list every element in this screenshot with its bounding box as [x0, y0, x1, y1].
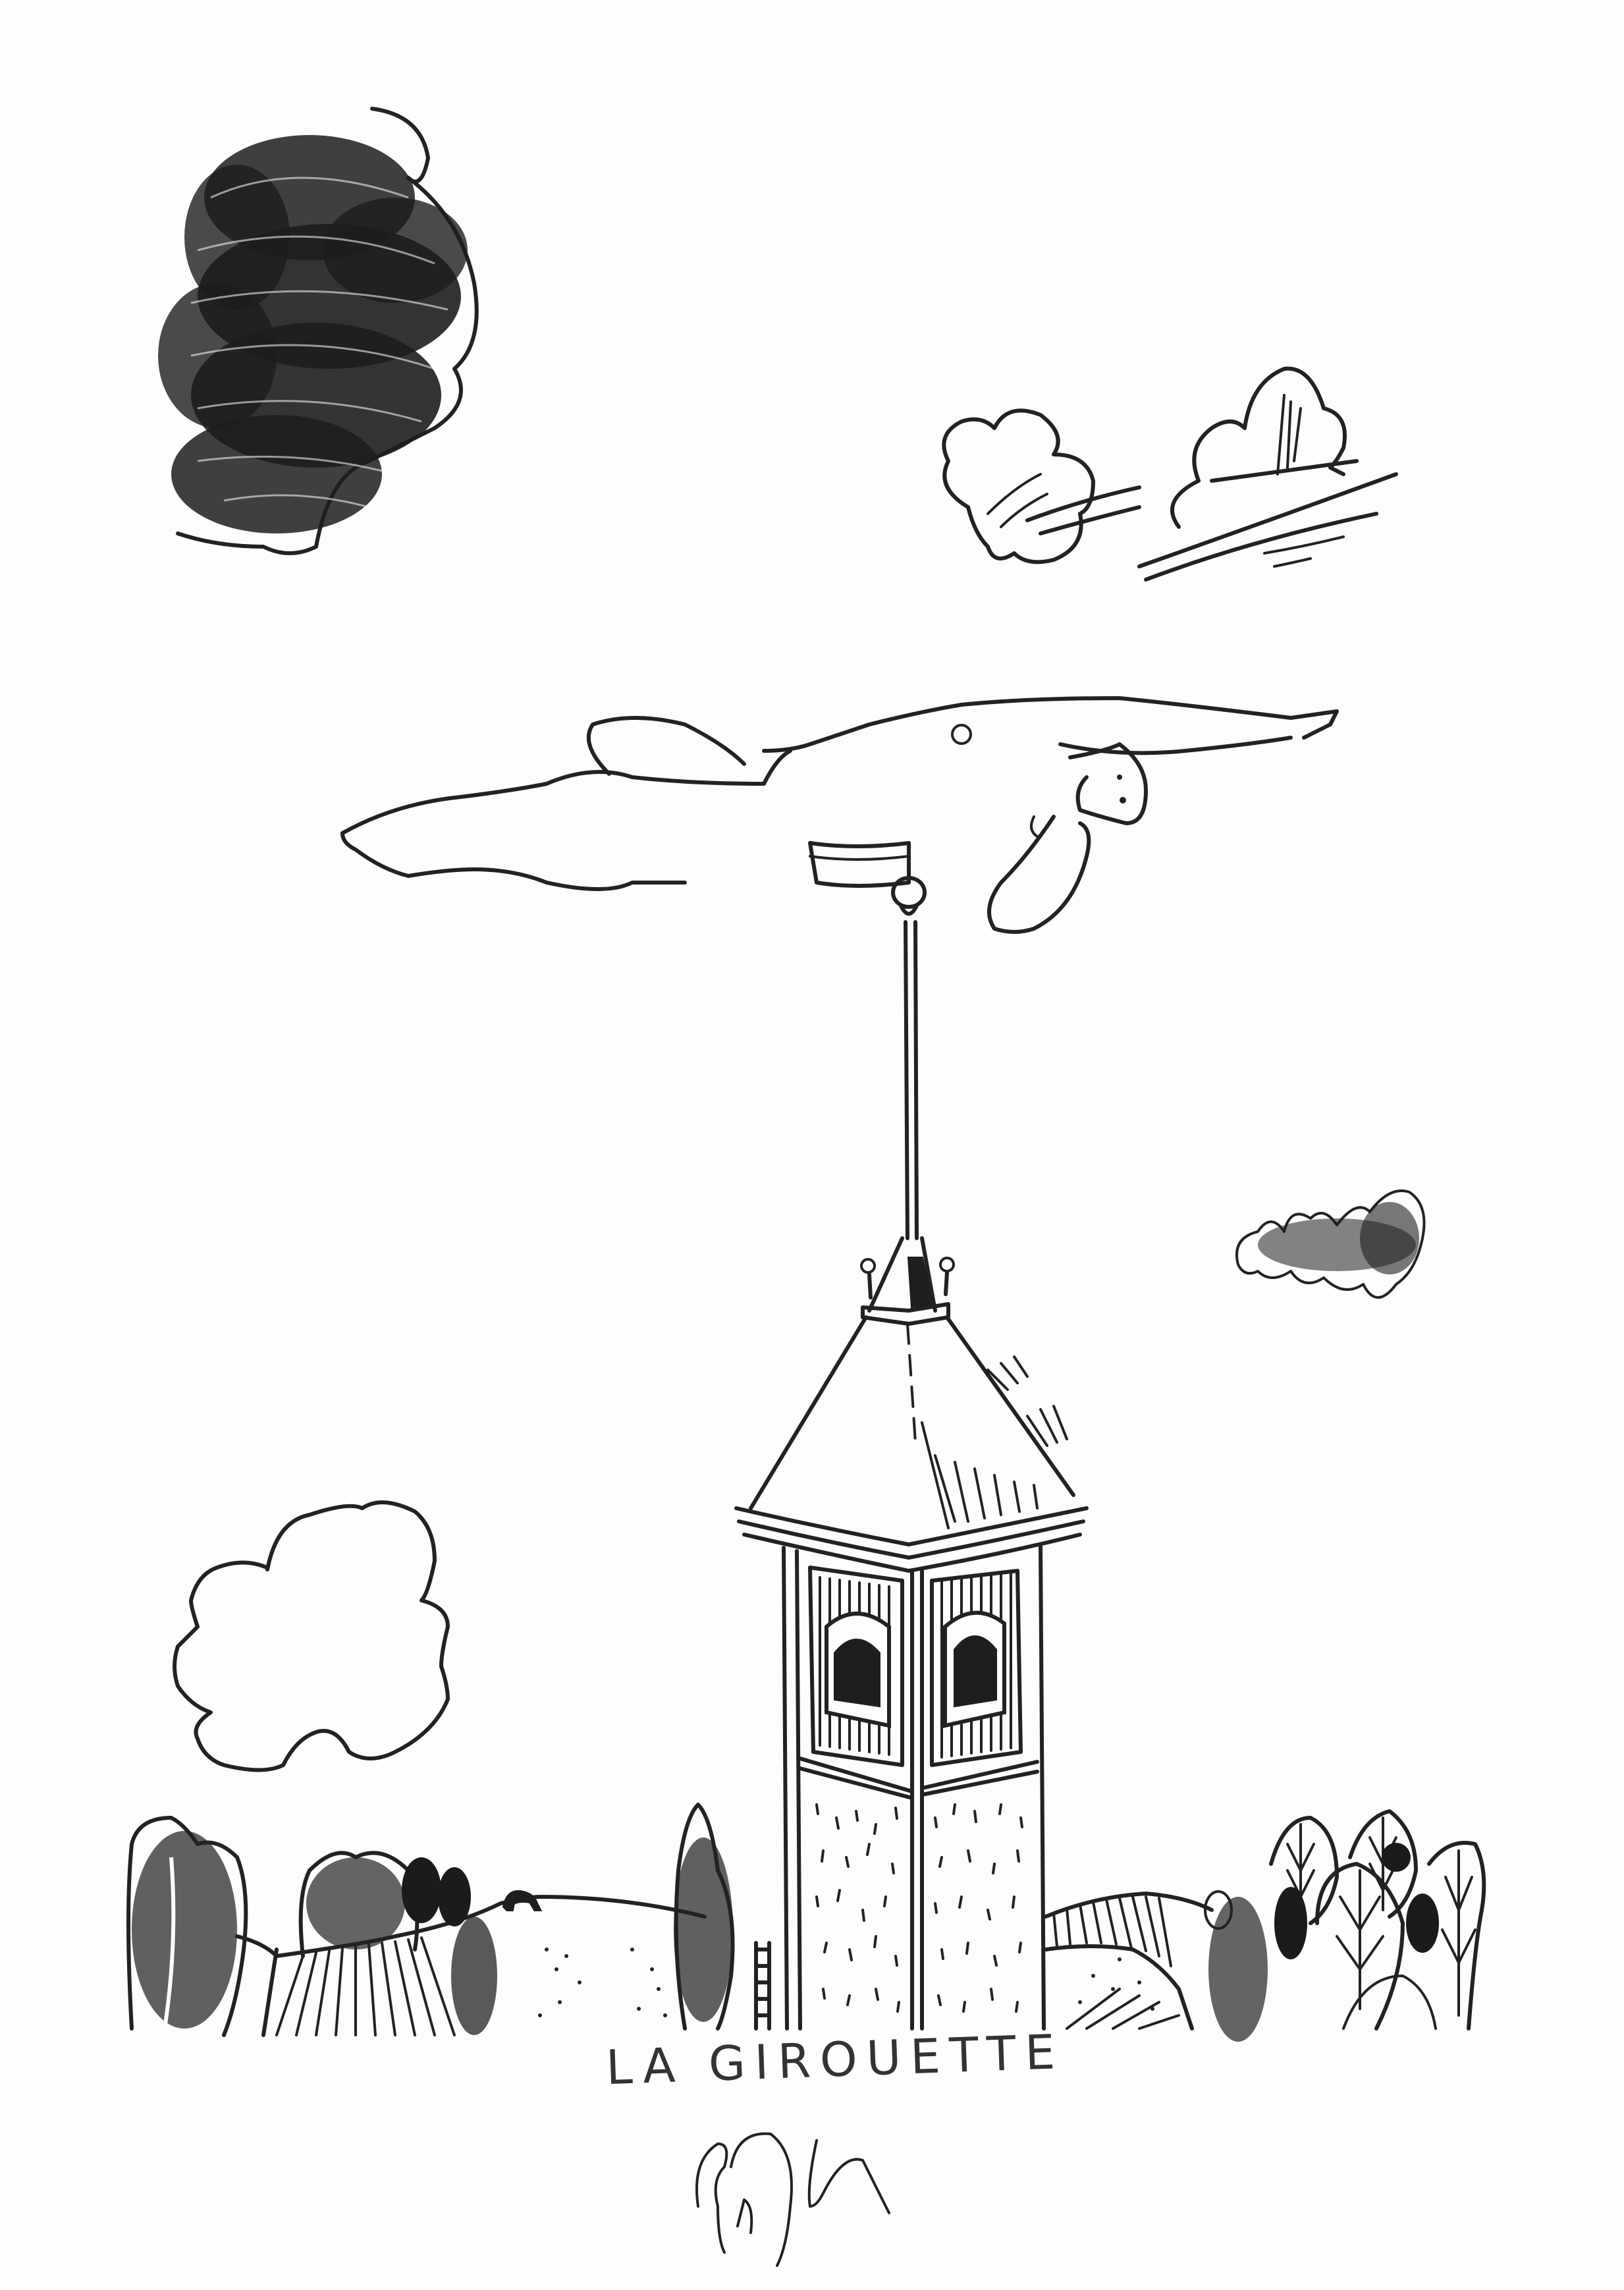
small-scribble-cloud	[1235, 1189, 1426, 1299]
weathervane-pole	[904, 920, 919, 1240]
dark-scribbled-cloud	[158, 107, 479, 555]
wind-clouds-pair	[942, 366, 1398, 582]
signature-strokes	[695, 2132, 890, 2267]
grass-stipple-left	[538, 1948, 667, 2017]
stucco-texture	[815, 1803, 1023, 2013]
landscape-left	[126, 1803, 771, 2037]
bell-tower	[734, 1236, 1089, 2031]
landscape-right	[1044, 1809, 1486, 2042]
outline-cloud	[173, 1500, 450, 1772]
grass-stipple-right	[1078, 1957, 1154, 2011]
flying-woman-weathervane	[340, 696, 1339, 934]
